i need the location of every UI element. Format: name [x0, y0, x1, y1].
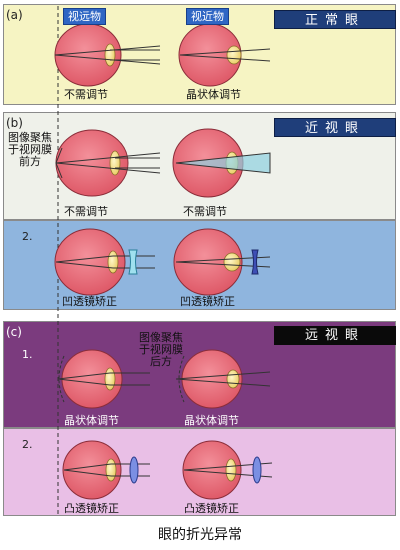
- eye-c2-left: [62, 440, 150, 500]
- section-b-note: 图像聚焦于视网膜前方: [8, 131, 52, 168]
- eye-a-near: [178, 23, 271, 87]
- convex-lens-icon: [252, 456, 262, 484]
- section-a-right-caption: 晶状体调节: [186, 88, 241, 101]
- section-c1-right-caption: 晶状体调节: [184, 414, 239, 427]
- section-c2-right-caption: 凸透镜矫正: [184, 502, 239, 515]
- eye-b-right: [172, 128, 271, 198]
- section-b-right-caption: 不需调节: [183, 205, 227, 218]
- section-b-left-caption: 不需调节: [64, 205, 108, 218]
- section-c1-number: 1.: [22, 348, 33, 361]
- section-c2-number: 2.: [22, 438, 33, 451]
- figure-caption: 眼的折光异常: [158, 527, 242, 543]
- section-c-note: 图像聚焦于视网膜后方: [139, 331, 183, 368]
- eye-c2-right: [182, 440, 273, 500]
- section-a-tag: (a): [6, 8, 23, 22]
- section-b-header: 近视眼: [274, 118, 396, 137]
- eye-b2-right: [173, 228, 271, 296]
- section-c2-left-caption: 凸透镜矫正: [64, 502, 119, 515]
- concave-lens-dark-icon: [251, 249, 259, 275]
- section-c-tag: (c): [6, 325, 22, 339]
- section-b-tag: (b): [6, 116, 23, 130]
- concave-lens-icon: [128, 249, 138, 275]
- eye-c1-right: [175, 349, 271, 409]
- section-a-header: 正常眼: [274, 10, 396, 29]
- section-b2-right-caption: 凹透镜矫正: [180, 295, 235, 308]
- section-b2-number: 2.: [22, 230, 33, 243]
- convex-lens-icon: [129, 456, 139, 484]
- eye-b-left: [55, 129, 161, 197]
- section-c-header: 远视眼: [274, 326, 396, 345]
- section-a-left-caption: 不需调节: [64, 88, 108, 101]
- section-c1-left-caption: 晶状体调节: [64, 414, 119, 427]
- eye-a-far: [54, 23, 161, 87]
- eye-b2-left: [54, 228, 155, 296]
- near-object-label: 视近物: [186, 8, 229, 25]
- far-object-label: 视远物: [63, 8, 106, 25]
- eye-c1-left: [57, 349, 150, 409]
- section-b2-left-caption: 凹透镜矫正: [62, 295, 117, 308]
